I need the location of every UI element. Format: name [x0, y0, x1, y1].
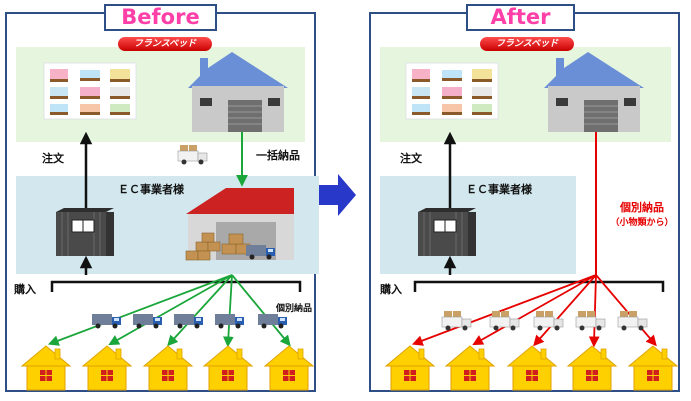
- house-icon: [264, 345, 314, 391]
- factory-icon: [543, 51, 645, 133]
- truck-icon: [575, 310, 606, 331]
- factory-icon: [187, 51, 289, 133]
- before-ec-label: ＥＣ事業者様: [118, 183, 184, 196]
- warehouse-icon: [185, 187, 295, 261]
- after-individual-delivery-label: 個別納品: [620, 201, 664, 214]
- before-title: Before: [104, 4, 217, 31]
- before-purchase-label: 購入: [14, 283, 36, 296]
- after-purchase-label: 購入: [380, 283, 402, 296]
- house-icon: [203, 345, 253, 391]
- house-icon: [567, 345, 617, 391]
- after-order-label: 注文: [400, 152, 422, 165]
- after-brand-logo: フランスベッド: [480, 37, 574, 51]
- house-icon: [82, 345, 132, 391]
- truck-icon: [174, 314, 203, 329]
- bed-grid-icon: [43, 62, 137, 120]
- after-individual-delivery-sub: （小物類から）: [610, 218, 674, 228]
- before-order-label: 注文: [42, 152, 64, 165]
- house-icon: [143, 345, 193, 391]
- house-icon: [507, 345, 557, 391]
- after-title: After: [466, 4, 575, 31]
- before-individual-delivery-label: 個別納品: [276, 304, 313, 314]
- truck-icon: [258, 314, 287, 329]
- house-icon: [385, 345, 435, 391]
- truck-icon: [92, 314, 121, 329]
- house-icon: [21, 345, 71, 391]
- before-bulk-delivery-label: 一括納品: [256, 149, 300, 162]
- storage-container-icon: [417, 207, 477, 257]
- ec-business-area: [380, 176, 576, 274]
- after-ec-label: ＥＣ事業者様: [466, 183, 532, 196]
- before-brand-logo: フランスベッド: [118, 37, 212, 51]
- house-icon: [445, 345, 495, 391]
- bed-grid-icon: [405, 62, 499, 120]
- truck-icon: [177, 144, 208, 165]
- house-icon: [628, 345, 678, 391]
- truck-icon: [617, 310, 648, 331]
- after-panel: [369, 12, 680, 392]
- storage-container-icon: [55, 207, 115, 257]
